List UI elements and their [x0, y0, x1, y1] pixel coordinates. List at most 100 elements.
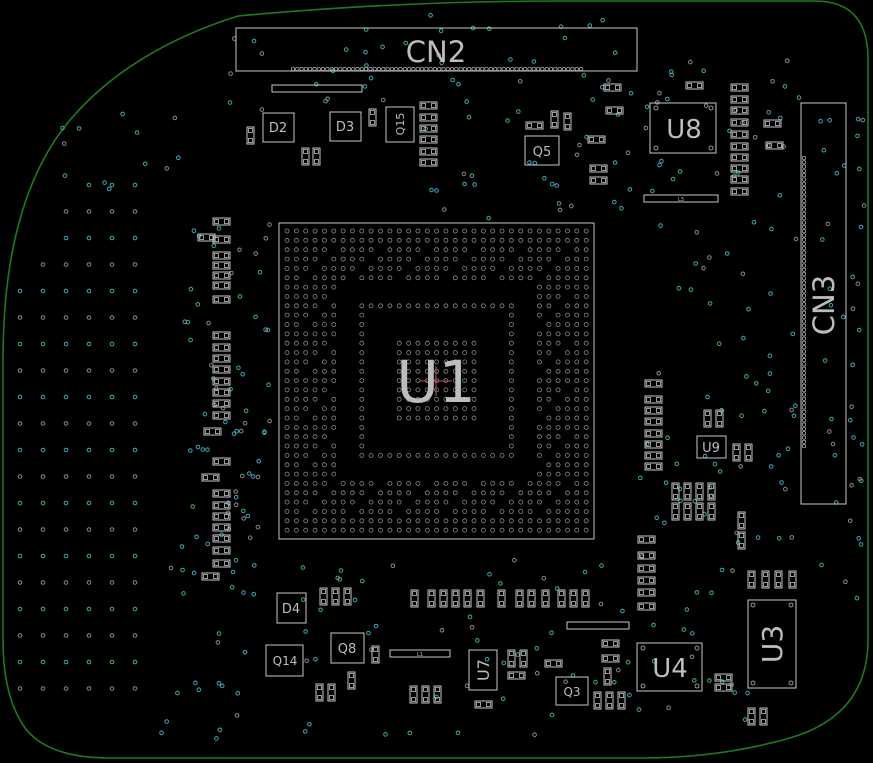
bga-ball — [565, 509, 570, 514]
passive-part — [544, 659, 563, 668]
bga-ball — [471, 350, 477, 356]
bga-ball — [415, 387, 421, 393]
bga-ball — [331, 406, 337, 412]
cn2-pin — [445, 66, 450, 72]
passive-part — [212, 217, 231, 226]
via — [132, 553, 138, 559]
bga-ball — [518, 509, 524, 514]
via — [464, 99, 470, 104]
via — [703, 103, 709, 108]
bga-ball — [462, 499, 468, 505]
via — [462, 181, 467, 187]
bga-ball — [443, 415, 449, 421]
via — [859, 442, 865, 447]
via — [651, 622, 656, 628]
passive-part — [644, 417, 663, 426]
cn2-pin — [501, 66, 506, 72]
via — [654, 515, 660, 521]
cn3-pin — [801, 224, 807, 229]
bga-ball — [574, 350, 580, 356]
bga-ball — [527, 490, 533, 496]
bga-ball — [312, 471, 318, 477]
bga-ball — [387, 275, 393, 281]
passive-part — [737, 511, 746, 530]
passive-part — [601, 654, 620, 663]
bga-ball — [574, 312, 580, 318]
via — [132, 209, 138, 214]
bga-ball — [565, 527, 570, 533]
bga-ball — [462, 228, 468, 234]
bga-ball — [574, 424, 580, 430]
passive-part — [212, 388, 231, 397]
bga-ball — [415, 340, 421, 346]
bga-ball — [293, 490, 299, 496]
passive-part — [695, 502, 704, 521]
bga-ball — [565, 406, 570, 412]
bga-ball — [574, 256, 580, 262]
passive-part — [644, 462, 663, 471]
bga-ball — [508, 228, 514, 234]
cn2-pin — [523, 66, 528, 72]
via — [17, 421, 23, 426]
bga-ball — [555, 378, 561, 384]
passive-part — [644, 395, 663, 404]
bga-ball — [406, 228, 412, 234]
via — [229, 584, 235, 590]
via — [109, 288, 115, 294]
via — [200, 447, 206, 452]
passive-part — [312, 147, 321, 166]
bga-ball — [359, 256, 365, 262]
bga-ball — [396, 303, 402, 309]
via — [109, 421, 115, 426]
bga-ball — [368, 480, 374, 486]
via — [381, 97, 386, 103]
bga-ball — [462, 350, 468, 356]
cn3-pin — [801, 418, 807, 423]
bga-ball — [321, 368, 327, 374]
cn3-pin — [801, 370, 807, 376]
cn3-pin — [801, 297, 807, 302]
bga-ball — [546, 434, 552, 440]
bga-ball — [452, 378, 458, 384]
cn2-pin — [428, 66, 433, 72]
via — [825, 221, 831, 227]
passive-part — [637, 551, 656, 560]
cn3-pin — [801, 327, 807, 333]
passive-part — [730, 175, 749, 184]
bga-ball — [508, 424, 514, 430]
bga-ball — [396, 415, 402, 421]
via — [745, 690, 750, 696]
passive-part — [730, 164, 749, 173]
bga-ball — [359, 452, 365, 458]
via — [434, 694, 439, 700]
bga-ball — [443, 256, 449, 262]
via — [827, 118, 833, 123]
bga-ball — [443, 480, 449, 486]
cn3-pin — [801, 267, 807, 272]
passive-part — [732, 443, 741, 462]
cn3-pin — [801, 168, 807, 173]
bga-ball — [312, 284, 318, 290]
via — [450, 77, 455, 83]
via — [40, 686, 46, 691]
cn3-pin — [801, 405, 807, 410]
bga-ball — [555, 424, 561, 430]
bga-ball — [406, 378, 412, 384]
via — [577, 142, 582, 148]
bga-ball — [508, 499, 514, 505]
bga-ball — [359, 331, 365, 337]
q5-label: Q5 — [533, 145, 552, 160]
via — [234, 429, 239, 434]
via — [766, 110, 772, 115]
bga-ball — [490, 303, 496, 309]
passive-part — [581, 589, 590, 608]
bga-ball — [462, 359, 468, 365]
bga-ball — [583, 322, 589, 327]
bga-ball — [555, 284, 561, 290]
bga-ball — [359, 480, 365, 486]
bga-ball — [321, 480, 327, 486]
passive-part — [497, 589, 506, 608]
bga-ball — [555, 452, 561, 458]
bga-ball — [359, 228, 365, 234]
